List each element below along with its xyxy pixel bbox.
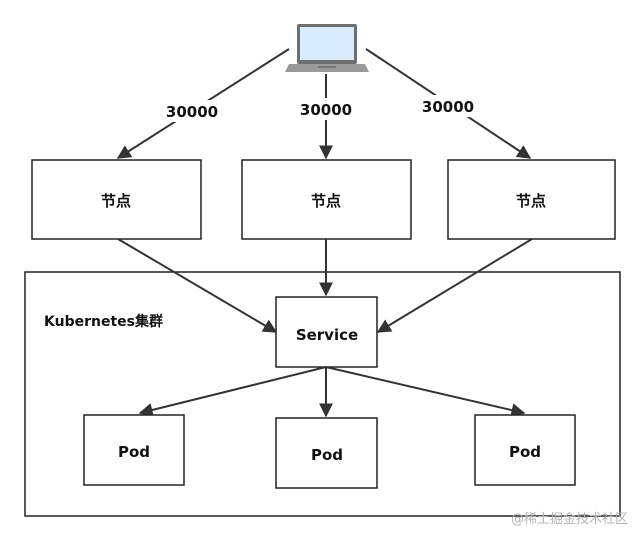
watermark: @稀土掘金技术社区 (511, 511, 628, 527)
edge-node-3-service (376, 238, 533, 333)
node-box-1: 节点 (31, 159, 202, 240)
laptop-icon (285, 24, 369, 72)
edge-node-1-service (117, 238, 278, 333)
edge-label-3: 30000 (422, 98, 474, 116)
node-label-2: 节点 (311, 192, 341, 210)
pod-box-3: Pod (474, 414, 576, 486)
service-box: Service (275, 296, 378, 368)
pod-label-2: Pod (311, 446, 343, 464)
pod-label-1: Pod (118, 443, 150, 461)
pod-box-1: Pod (83, 414, 185, 486)
edge-service-pod-1 (138, 366, 327, 417)
node-label-3: 节点 (516, 192, 546, 210)
service-label: Service (296, 326, 358, 344)
edge-label-2: 30000 (300, 101, 352, 119)
node-label-1: 节点 (101, 192, 131, 210)
pod-label-3: Pod (509, 443, 541, 461)
pod-box-2: Pod (275, 417, 378, 489)
cluster-label: Kubernetes集群 (44, 313, 163, 330)
node-box-2: 节点 (241, 159, 412, 240)
cluster-boundary (24, 271, 621, 517)
node-box-3: 节点 (447, 159, 616, 240)
edge-label-1: 30000 (166, 103, 218, 121)
edge-service-pod-3 (325, 366, 526, 417)
